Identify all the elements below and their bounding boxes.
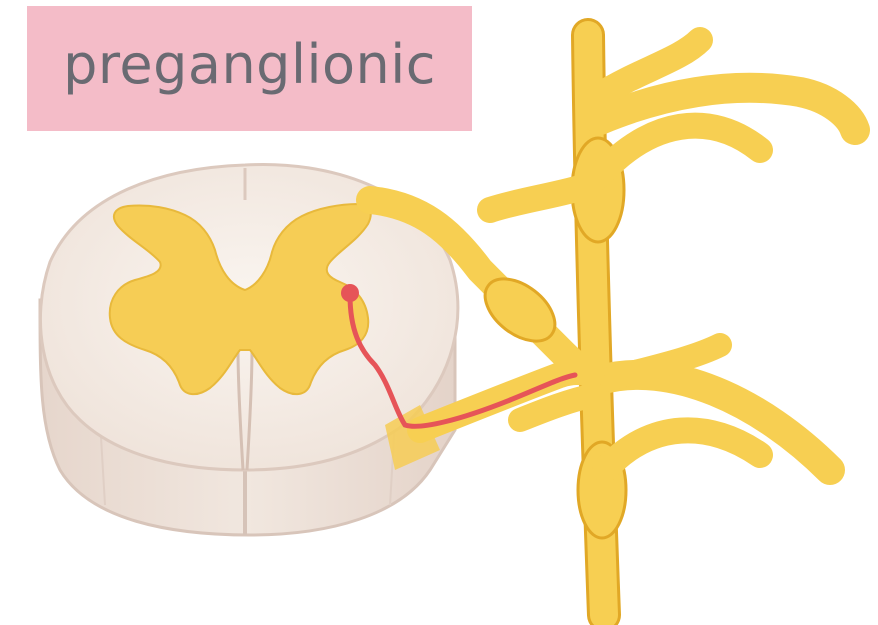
upper-branch-curve: [600, 126, 760, 175]
lower-branch-curve: [605, 430, 760, 470]
neuron-cell-body: [341, 284, 359, 302]
spinal-cord: [40, 164, 458, 535]
